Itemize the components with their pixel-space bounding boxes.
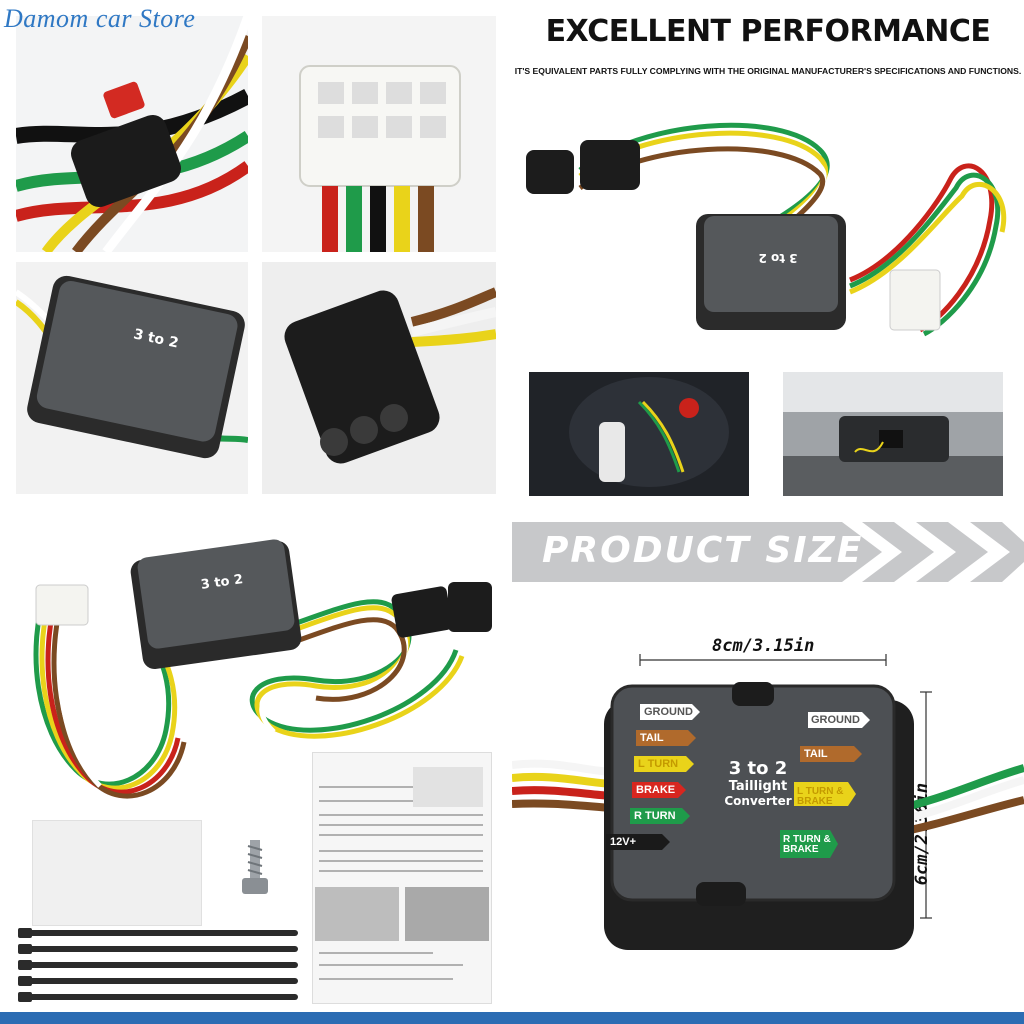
label-12v-left: 12V+ [610,836,636,848]
install-photo-bumper [783,372,1003,496]
label-tail-right: TAIL [804,748,828,760]
label-r-turn-brake-right: R TURN & BRAKE [783,834,831,855]
product-size-title: PRODUCT SIZE [542,530,864,571]
store-name: Damom car Store [4,4,196,33]
instruction-sheet-photo [312,752,492,1004]
label-r-turn-left: R TURN [634,810,676,822]
converter-title-line2: Taillight [728,779,788,794]
zip-ties [18,928,298,1002]
converter-large-illustration: GROUND TAIL L TURN BRAKE R TURN 12V+ 3 t… [512,660,1024,960]
headline-subtitle: IT'S EQUIVALENT PARTS FULLY COMPLYING WI… [514,66,1022,76]
adhesive-pad [32,820,202,926]
label-ground-right: GROUND [811,714,860,726]
install-photo-interior [529,372,749,496]
overview-box-title: 3 to 2 [758,251,798,265]
bottom-brand-bar [0,1012,1024,1024]
label-l-turn-left: L TURN [638,758,679,770]
four-pin-connector-photo [262,262,496,494]
headline-title: EXCELLENT PERFORMANCE [545,14,991,49]
converter-title-line3: Converter [724,794,792,808]
label-ground-left: GROUND [644,706,693,718]
label-tail-left: TAIL [640,732,664,744]
full-harness-photo: 3 to 2 [16,530,496,815]
width-dimension-label: 8cm/3.15in [712,636,815,656]
harness-overview-photo: 3 to 2 [520,110,1016,350]
label-l-turn-brake-right: L TURN & BRAKE [797,786,844,807]
white-plug-photo [262,16,496,252]
width-dimension-line [639,654,887,666]
mounting-screw-icon [242,840,268,894]
converter-title-line1: 3 to 2 [728,758,788,779]
label-brake-left: BRAKE [636,784,676,796]
product-size-banner [512,522,1024,582]
converter-box-photo: 3 to 2 [16,262,248,494]
fuse-closeup-photo [16,16,248,252]
